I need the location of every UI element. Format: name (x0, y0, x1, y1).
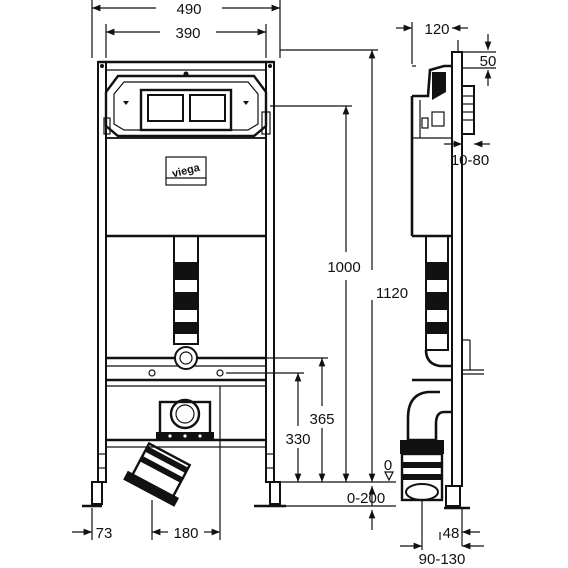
dim-90-130: 90-130 (419, 551, 466, 568)
dim-180: 180 (173, 525, 198, 542)
dim-zero: 0 (384, 457, 392, 474)
dim-1000: 1000 (327, 259, 360, 276)
dim-73: 73 (96, 525, 113, 542)
dim-390: 390 (175, 25, 200, 42)
dim-10-80: 10-80 (451, 152, 489, 169)
viega-logo: viega (165, 156, 207, 186)
flush-pipe (173, 235, 199, 370)
drain-connector (123, 398, 214, 507)
dim-50: 50 (480, 53, 497, 70)
dim-48: 48 (443, 525, 460, 542)
dimension-labels: 490 390 1120 1000 365 330 0 0-200 73 180… (96, 1, 497, 568)
side-view (400, 40, 484, 510)
actuator-plate (103, 71, 271, 138)
dim-490: 490 (176, 1, 201, 18)
dim-120: 120 (424, 21, 449, 38)
dimension-lines (72, 0, 496, 550)
dim-1120: 1120 (376, 285, 408, 302)
dim-365: 365 (309, 411, 334, 428)
dim-330: 330 (285, 431, 310, 448)
dim-0-200: 0-200 (347, 490, 385, 507)
